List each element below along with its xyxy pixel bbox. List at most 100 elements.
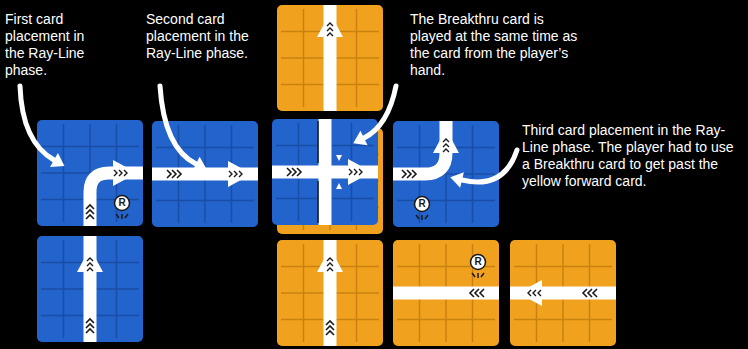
chevron bbox=[588, 289, 592, 297]
arrowhead-feather bbox=[327, 23, 333, 26]
callout-arrow bbox=[364, 86, 396, 138]
arrowhead-feather bbox=[538, 290, 541, 296]
arrowhead-feather bbox=[533, 290, 536, 296]
yellow-card-bottom bbox=[277, 240, 383, 346]
arrowhead-shape bbox=[433, 129, 459, 153]
arrowhead-feather bbox=[327, 33, 333, 36]
card-grid bbox=[156, 200, 254, 202]
robot-token-ring bbox=[415, 197, 430, 212]
arrowhead-feather bbox=[234, 171, 237, 177]
chevron bbox=[297, 168, 301, 176]
ray-arrowhead bbox=[77, 248, 103, 272]
arrowhead-feather bbox=[239, 171, 242, 177]
arrowhead-feather bbox=[229, 171, 232, 177]
direction-chevrons bbox=[167, 170, 181, 178]
callout-arrowhead bbox=[353, 131, 367, 145]
yellow-card-top bbox=[277, 5, 383, 111]
card-face bbox=[277, 240, 383, 346]
callout-arrow bbox=[20, 86, 54, 160]
robot-token-wings bbox=[116, 214, 128, 219]
chevron bbox=[407, 170, 411, 178]
callout-arrow bbox=[160, 86, 196, 164]
ray-arrowhead bbox=[433, 129, 459, 153]
chevron bbox=[86, 329, 94, 333]
chevron bbox=[470, 289, 474, 297]
card-face bbox=[152, 121, 258, 227]
arrowhead-shape bbox=[77, 248, 103, 272]
ray-arrowhead bbox=[113, 160, 137, 186]
chevron bbox=[480, 289, 484, 297]
chevron bbox=[583, 289, 587, 297]
annotation-text: The Breakthru card is played at the same… bbox=[410, 11, 588, 79]
second-placed-card bbox=[152, 121, 258, 227]
arrowhead-feather bbox=[443, 139, 449, 142]
arrowhead-shape bbox=[317, 248, 343, 272]
direction-chevrons bbox=[583, 289, 597, 297]
arrowhead-shape bbox=[317, 13, 343, 37]
chevron bbox=[593, 289, 597, 297]
direction-chevrons bbox=[86, 205, 94, 219]
arrowhead-feather bbox=[114, 170, 117, 176]
card-face bbox=[393, 121, 499, 227]
arrowhead-feather bbox=[87, 258, 93, 261]
robot-token-wings bbox=[472, 273, 484, 278]
arrowhead-shape bbox=[518, 280, 542, 306]
ray-arrowhead bbox=[228, 161, 252, 187]
chevron bbox=[172, 170, 176, 178]
chevron bbox=[86, 210, 94, 214]
callout-arrow bbox=[462, 150, 517, 182]
breakthru-divider bbox=[317, 181, 319, 223]
robot-token-letter: R bbox=[471, 255, 485, 269]
arrowhead-feather bbox=[327, 28, 333, 31]
arrowhead-feather bbox=[87, 268, 93, 271]
arrowhead-shape bbox=[348, 159, 372, 185]
ray-arrowhead bbox=[317, 13, 343, 37]
direction-chevrons bbox=[402, 170, 416, 178]
card-grid bbox=[116, 240, 118, 338]
chevron bbox=[287, 168, 291, 176]
chevron bbox=[402, 170, 406, 178]
arrowhead-feather bbox=[528, 290, 531, 296]
arrowhead-feather bbox=[359, 169, 362, 175]
callout-arrowhead bbox=[192, 157, 206, 171]
robot-token-wings bbox=[416, 215, 428, 220]
breakthru-mark bbox=[336, 183, 342, 189]
card-face bbox=[272, 119, 378, 225]
arrowhead-feather bbox=[327, 263, 333, 266]
arrowhead-shape bbox=[113, 160, 137, 186]
chevron bbox=[86, 215, 94, 219]
ray-line bbox=[393, 287, 499, 300]
card-face bbox=[37, 236, 143, 342]
yellow-card-bottom bbox=[510, 240, 616, 346]
card-face bbox=[510, 240, 616, 346]
robot-token-ring bbox=[115, 196, 130, 211]
robot-token-letter: R bbox=[115, 196, 129, 210]
card-face bbox=[277, 5, 383, 111]
callout-arrowhead bbox=[450, 172, 464, 188]
arrowhead-shape bbox=[228, 161, 252, 187]
chevron bbox=[167, 170, 171, 178]
chevron bbox=[86, 205, 94, 209]
chevron bbox=[177, 170, 181, 178]
yellow-card-bottom bbox=[393, 240, 499, 346]
direction-chevrons bbox=[470, 289, 484, 297]
direction-chevrons bbox=[86, 319, 94, 333]
chevron bbox=[326, 331, 334, 335]
chevron bbox=[292, 168, 296, 176]
arrowhead-feather bbox=[119, 170, 122, 176]
robot-token-letter: R bbox=[415, 197, 429, 211]
arrowhead-feather bbox=[87, 263, 93, 266]
first-placed-card bbox=[37, 120, 143, 226]
arrowhead-feather bbox=[327, 258, 333, 261]
chevron bbox=[475, 289, 479, 297]
chevron bbox=[326, 326, 334, 330]
arrowhead-feather bbox=[124, 170, 127, 176]
annotation-text: Second card placement in the Ray-Line ph… bbox=[146, 11, 256, 62]
third-placed-card bbox=[393, 121, 499, 227]
annotation-text: First card placement in the Ray-Line pha… bbox=[5, 11, 105, 79]
card-grid bbox=[356, 9, 358, 107]
chevron bbox=[412, 170, 416, 178]
annotation-text: Third card placement in the Ray-Line pha… bbox=[522, 122, 734, 190]
